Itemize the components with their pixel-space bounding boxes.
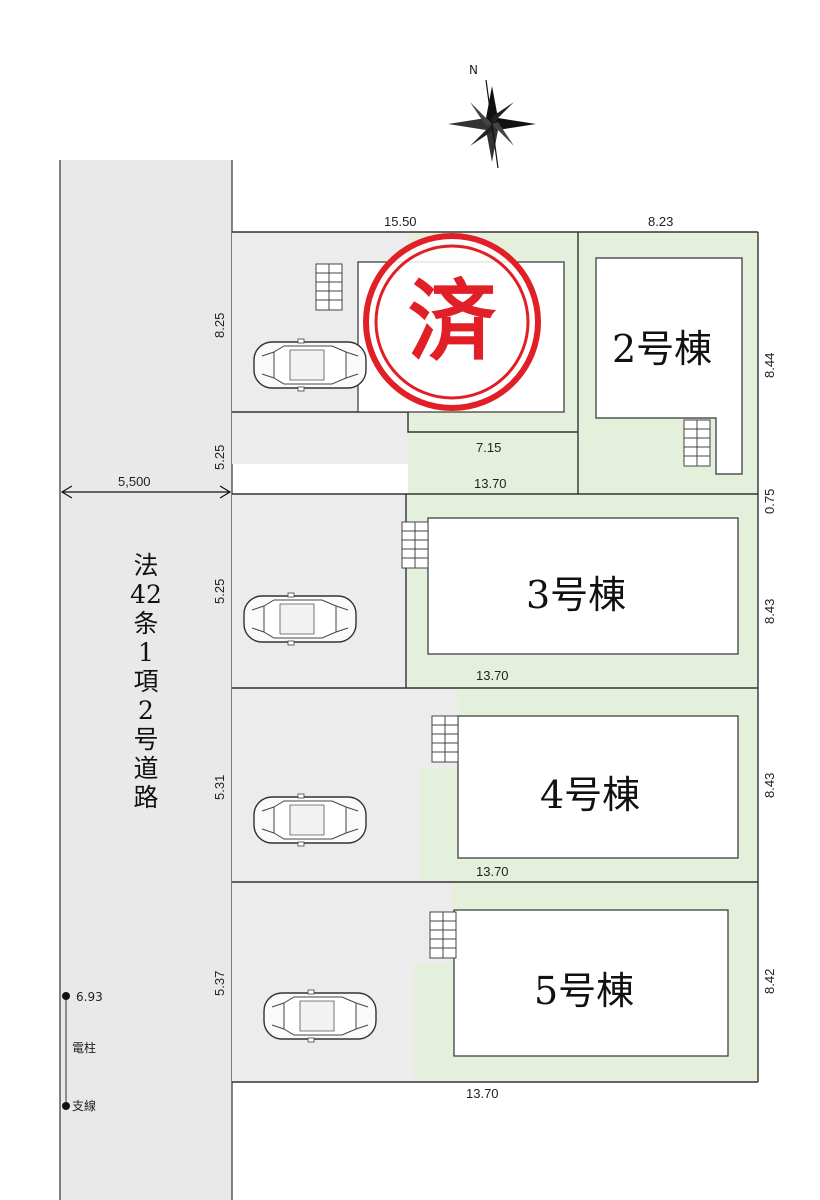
pole-value: 6.93: [76, 990, 103, 1004]
road-name-char: 条: [133, 609, 158, 638]
guy-wire-icon: [62, 1102, 70, 1110]
dim-top-width: 15.50: [384, 214, 417, 229]
sold-stamp: [363, 233, 541, 411]
dim-right-b4: 8.43: [762, 773, 777, 798]
stairs-5: [429, 911, 457, 959]
car-5: [263, 989, 377, 1043]
pole-label: 電柱: [72, 1040, 96, 1055]
dim-frontage-4: 5.31: [212, 775, 227, 800]
lot-lines: [232, 231, 759, 1083]
road-name-char: 42: [130, 580, 162, 609]
dim-right-b2: 8.44: [762, 353, 777, 378]
dim-width-b3: 13.70: [476, 668, 509, 683]
building-2-label: 2号棟: [612, 327, 712, 371]
stairs-3: [401, 521, 429, 569]
road-name-char: 号: [133, 725, 158, 754]
stairs-2: [683, 419, 711, 467]
pole-icon: [62, 992, 70, 1000]
lot-3-drive: [232, 494, 426, 688]
dim-width-b5: 13.70: [466, 1086, 499, 1101]
building-4-label: 4号棟: [540, 773, 640, 817]
dim-lot1-bottom: 7.15: [476, 440, 501, 455]
road-width-label: 5,500: [118, 474, 151, 489]
stairs-1: [315, 263, 343, 311]
road-name-char: 2: [138, 696, 154, 725]
dim-gap-075: 0.75: [762, 489, 777, 514]
building-5: [453, 909, 729, 1057]
road-name-char: 1: [138, 638, 154, 667]
dim-width-b4: 13.70: [476, 864, 509, 879]
road-name-char: 道: [133, 754, 158, 783]
road-name-char: 項: [133, 667, 158, 696]
compass-icon: [448, 79, 536, 169]
sold-stamp-text: 済: [408, 270, 497, 373]
road: [60, 160, 232, 1200]
building-5-label: 5号棟: [534, 969, 634, 1013]
car-4: [253, 793, 367, 847]
building-2: [595, 257, 743, 475]
road-width-dimension: [60, 485, 232, 499]
building-3: [427, 517, 739, 655]
dim-frontage-3: 5.25: [212, 579, 227, 604]
road-name-char: 路: [133, 783, 158, 812]
building-3-label: 3号棟: [526, 573, 626, 617]
dim-top-right: 8.23: [648, 214, 673, 229]
compass-label: N: [469, 63, 478, 77]
building-4: [457, 715, 739, 859]
dim-right-b3: 8.43: [762, 599, 777, 624]
dim-frontage-2: 5.25: [212, 445, 227, 470]
dim-width-b2: 13.70: [474, 476, 507, 491]
car-3: [243, 592, 357, 646]
dim-right-b5: 8.42: [762, 969, 777, 994]
guy-label: 支線: [72, 1098, 96, 1113]
road-name-char: 法: [133, 551, 158, 580]
dim-frontage-5: 5.37: [212, 971, 227, 996]
dim-lot1-side: 8.25: [212, 313, 227, 338]
stairs-4: [431, 715, 459, 763]
car-1: [253, 338, 367, 392]
